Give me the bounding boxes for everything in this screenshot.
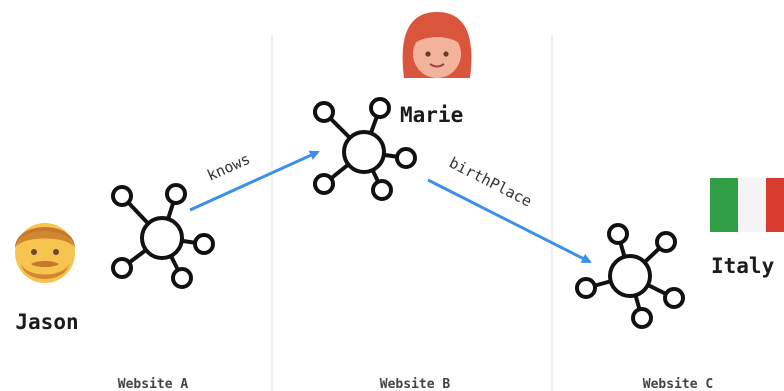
man-face-icon — [15, 223, 75, 283]
network-node-icon-c — [575, 223, 685, 329]
edge-label-birthplace: birthPlace — [446, 154, 535, 211]
website-label-a: Website A — [118, 377, 189, 391]
network-node-icon-a — [111, 183, 215, 289]
node-label-marie: Marie — [400, 103, 463, 127]
node-label-jason: Jason — [15, 310, 78, 334]
edge-label-knows: knows — [204, 150, 253, 185]
edge-arrow-birthplace — [427, 178, 592, 264]
italy-flag-icon — [710, 178, 784, 232]
website-label-b: Website B — [380, 377, 451, 391]
woman-face-icon — [402, 12, 472, 78]
network-node-icon-b — [313, 97, 417, 201]
edge-arrow-knows — [189, 150, 320, 212]
node-label-italy: Italy — [711, 254, 775, 278]
website-label-c: Website C — [643, 377, 713, 391]
